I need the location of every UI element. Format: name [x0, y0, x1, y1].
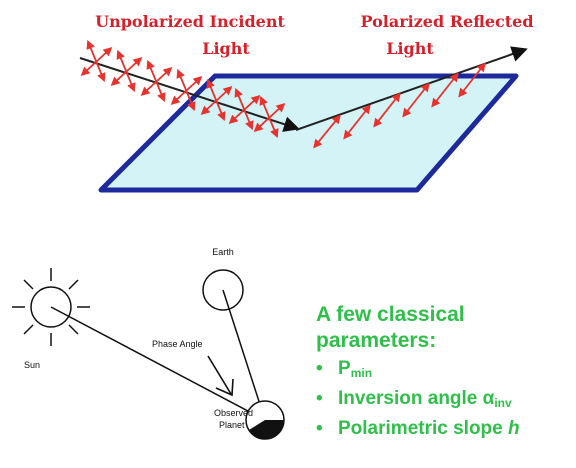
bullet-icon: • [316, 358, 323, 379]
parameter-main: Inversion angle α [338, 388, 495, 409]
parameter-subscript: inv [494, 396, 512, 410]
polarized-arrow [313, 114, 341, 149]
incident-light-label-line2: Light [202, 39, 250, 58]
parameter-subscript: min [350, 366, 373, 380]
bullet-icon: • [316, 388, 323, 409]
parameters-heading-line1: A few classical [316, 303, 465, 326]
bullet-icon: • [316, 418, 323, 439]
earth-label: Earth [212, 247, 234, 257]
parameters-list: • Pmin • Inversion angle αinv • Polarimetri… [316, 356, 576, 442]
earth-to-planet-line [222, 289, 266, 421]
unpolarized-arrow-pair [170, 68, 203, 112]
parameter-main: P [338, 358, 351, 379]
parameters-panel: A few classical parameters: • Pmin • Inver… [316, 302, 576, 442]
polarized-arrow [402, 82, 430, 118]
parameters-heading-line2: parameters: [316, 329, 437, 352]
polarized-arrows [313, 62, 486, 149]
unpolarized-arrows [80, 39, 286, 139]
reflected-light-label-line2: Light [386, 39, 434, 58]
parameter-item-pmin: • Pmin [316, 356, 576, 386]
reflecting-surface [98, 73, 519, 193]
parameter-item-polarimetric-slope: • Polarimetric slope h [316, 416, 576, 442]
polarized-arrow [458, 62, 486, 98]
polarized-arrow [373, 92, 401, 128]
observed-planet-label-line2: Planet [219, 420, 245, 430]
phase-angle-arrow [207, 355, 234, 397]
unpolarized-arrow-pair [110, 49, 143, 93]
parameter-main: Polarimetric slope [338, 418, 509, 439]
polarized-arrow [343, 104, 371, 140]
observed-planet-label-line1: Observed [214, 408, 253, 418]
unpolarized-arrow-pair [140, 59, 173, 103]
polarized-arrow [431, 72, 459, 108]
unpolarized-arrow-pair [253, 95, 286, 139]
incident-light-label-line1: Unpolarized Incident [95, 12, 285, 31]
sun-label: Sun [24, 360, 40, 370]
observed-planet-icon [245, 400, 285, 440]
phase-angle-label: Phase Angle [152, 339, 203, 349]
parameter-item-inversion-angle: • Inversion angle αinv [316, 386, 576, 416]
unpolarized-arrow-pair [80, 39, 113, 83]
sun-to-planet-line [50, 306, 266, 421]
unpolarized-arrow-pair [200, 78, 233, 122]
parameter-symbol: h [508, 418, 520, 439]
unpolarized-arrow-pair [228, 87, 261, 131]
reflected-light-label-line1: Polarized Reflected [360, 12, 533, 31]
